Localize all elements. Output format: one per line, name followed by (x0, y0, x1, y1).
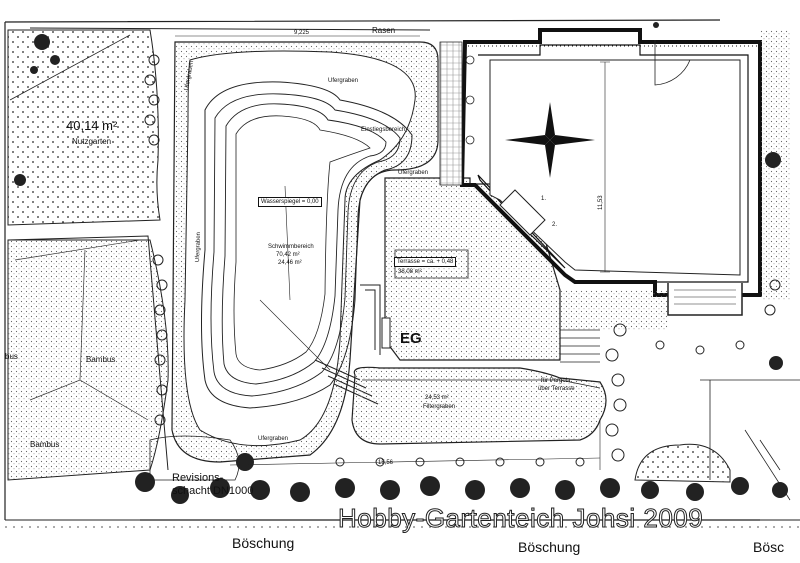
stair-mark-1: 2. (552, 222, 558, 228)
door-swing (654, 40, 691, 86)
lawn-label: Rasen (372, 26, 396, 35)
entry-area: Einstiegsbereich (361, 127, 406, 133)
swim-area-size-1: 70,42 m² (276, 252, 300, 258)
filter-trench (351, 366, 607, 445)
terrace-area-size: 38,08 m² (398, 269, 422, 275)
house-dimension: 11,53 (598, 195, 604, 210)
bamboo-label-a: Bambus (86, 355, 116, 364)
shrub-bed (634, 443, 731, 483)
watermark: Hobby-Gartenteich Johsi 2009 (337, 503, 704, 534)
swim-zone-ring-3 (221, 103, 387, 385)
bamboo-label-b: bus (5, 352, 18, 361)
house-interior (489, 59, 741, 276)
terrace-level-tag: Terrasse = ca. + 0,48 (394, 257, 457, 267)
bamboo-label-c: Bambus (30, 440, 60, 449)
pergola-note-2: über Terrasse (538, 386, 575, 392)
swim-zone-ring-2 (210, 93, 401, 397)
swim-area-size-2: 24,46 m² (278, 260, 302, 266)
revision-shaft-line2: schacht DN1000 (172, 485, 254, 497)
filter-trench-name: Filtergraben (423, 404, 456, 410)
border-shrubs (144, 54, 168, 426)
swim-zone-ring-1 (201, 81, 413, 409)
right-shrubs (605, 279, 781, 462)
gravel-path (439, 41, 463, 186)
dark-shrubs (653, 22, 783, 370)
north-arrow-icon (505, 102, 595, 178)
bottom-trees (135, 453, 788, 504)
garden-trees (14, 34, 60, 186)
floor-label: EG (400, 330, 422, 347)
stair-mark-2: 1. (541, 196, 547, 202)
bamboo-area (7, 239, 169, 481)
shore-trench-bottom: Ufergraben (258, 436, 289, 442)
revision-shaft-zone (149, 435, 240, 481)
shore-trench-top: Ufergraben (328, 78, 359, 84)
pond-shore-ring (183, 50, 416, 447)
swim-zone-ring-4 (233, 115, 371, 371)
bay-window (667, 283, 743, 316)
filter-trench-area: 24,53 m² (425, 395, 449, 401)
revision-shaft-line1: Revisions- (172, 472, 224, 484)
slope-label-2: Böschung (518, 539, 581, 555)
shore-trench-left: Ufergraben (195, 231, 203, 263)
bottom-dimension: 15,56 (378, 460, 394, 466)
pergola-note-1: für Pergola (541, 378, 571, 384)
pond-steps (314, 359, 379, 405)
water-level-tag: Wasserspiegel = 0,00 (258, 197, 322, 207)
garden-area: 40,14 m² (66, 118, 118, 133)
shore-trench-right: Ufergraben (398, 170, 429, 176)
top-fence (29, 27, 431, 31)
slope-label-3: Bösc (753, 539, 785, 555)
swim-area-title: Schwimmbereich (268, 244, 314, 250)
top-dimension: 9,225 (294, 30, 310, 36)
garden-name: Nutzgarten (72, 137, 112, 146)
slope-label-1: Böschung (232, 535, 295, 551)
